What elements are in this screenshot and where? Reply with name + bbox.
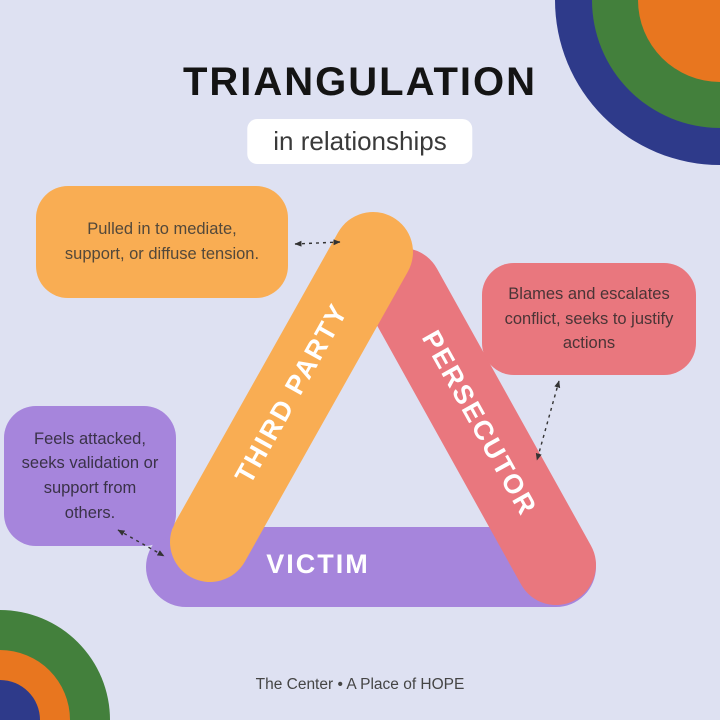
triangle-side-persecutor [362,248,596,605]
triangle-side-third-party [170,212,413,582]
footer-credit: The Center • A Place of HOPE [255,676,465,693]
page-title: TRIANGULATION [182,60,538,104]
callout-persecutor-text: Blames and escalates conflict, seeks to … [504,284,674,353]
page-subtitle: in relationships [247,119,473,164]
callout-third-party: Pulled in to mediate, support, or diffus… [36,186,288,298]
callout-victim-text: Feels attacked, seeks validation or supp… [21,429,159,522]
callout-victim: Feels attacked, seeks validation or supp… [4,406,176,546]
callout-persecutor: Blames and escalates conflict, seeks to … [482,263,696,375]
callout-third-party-text: Pulled in to mediate, support, or diffus… [64,220,260,263]
